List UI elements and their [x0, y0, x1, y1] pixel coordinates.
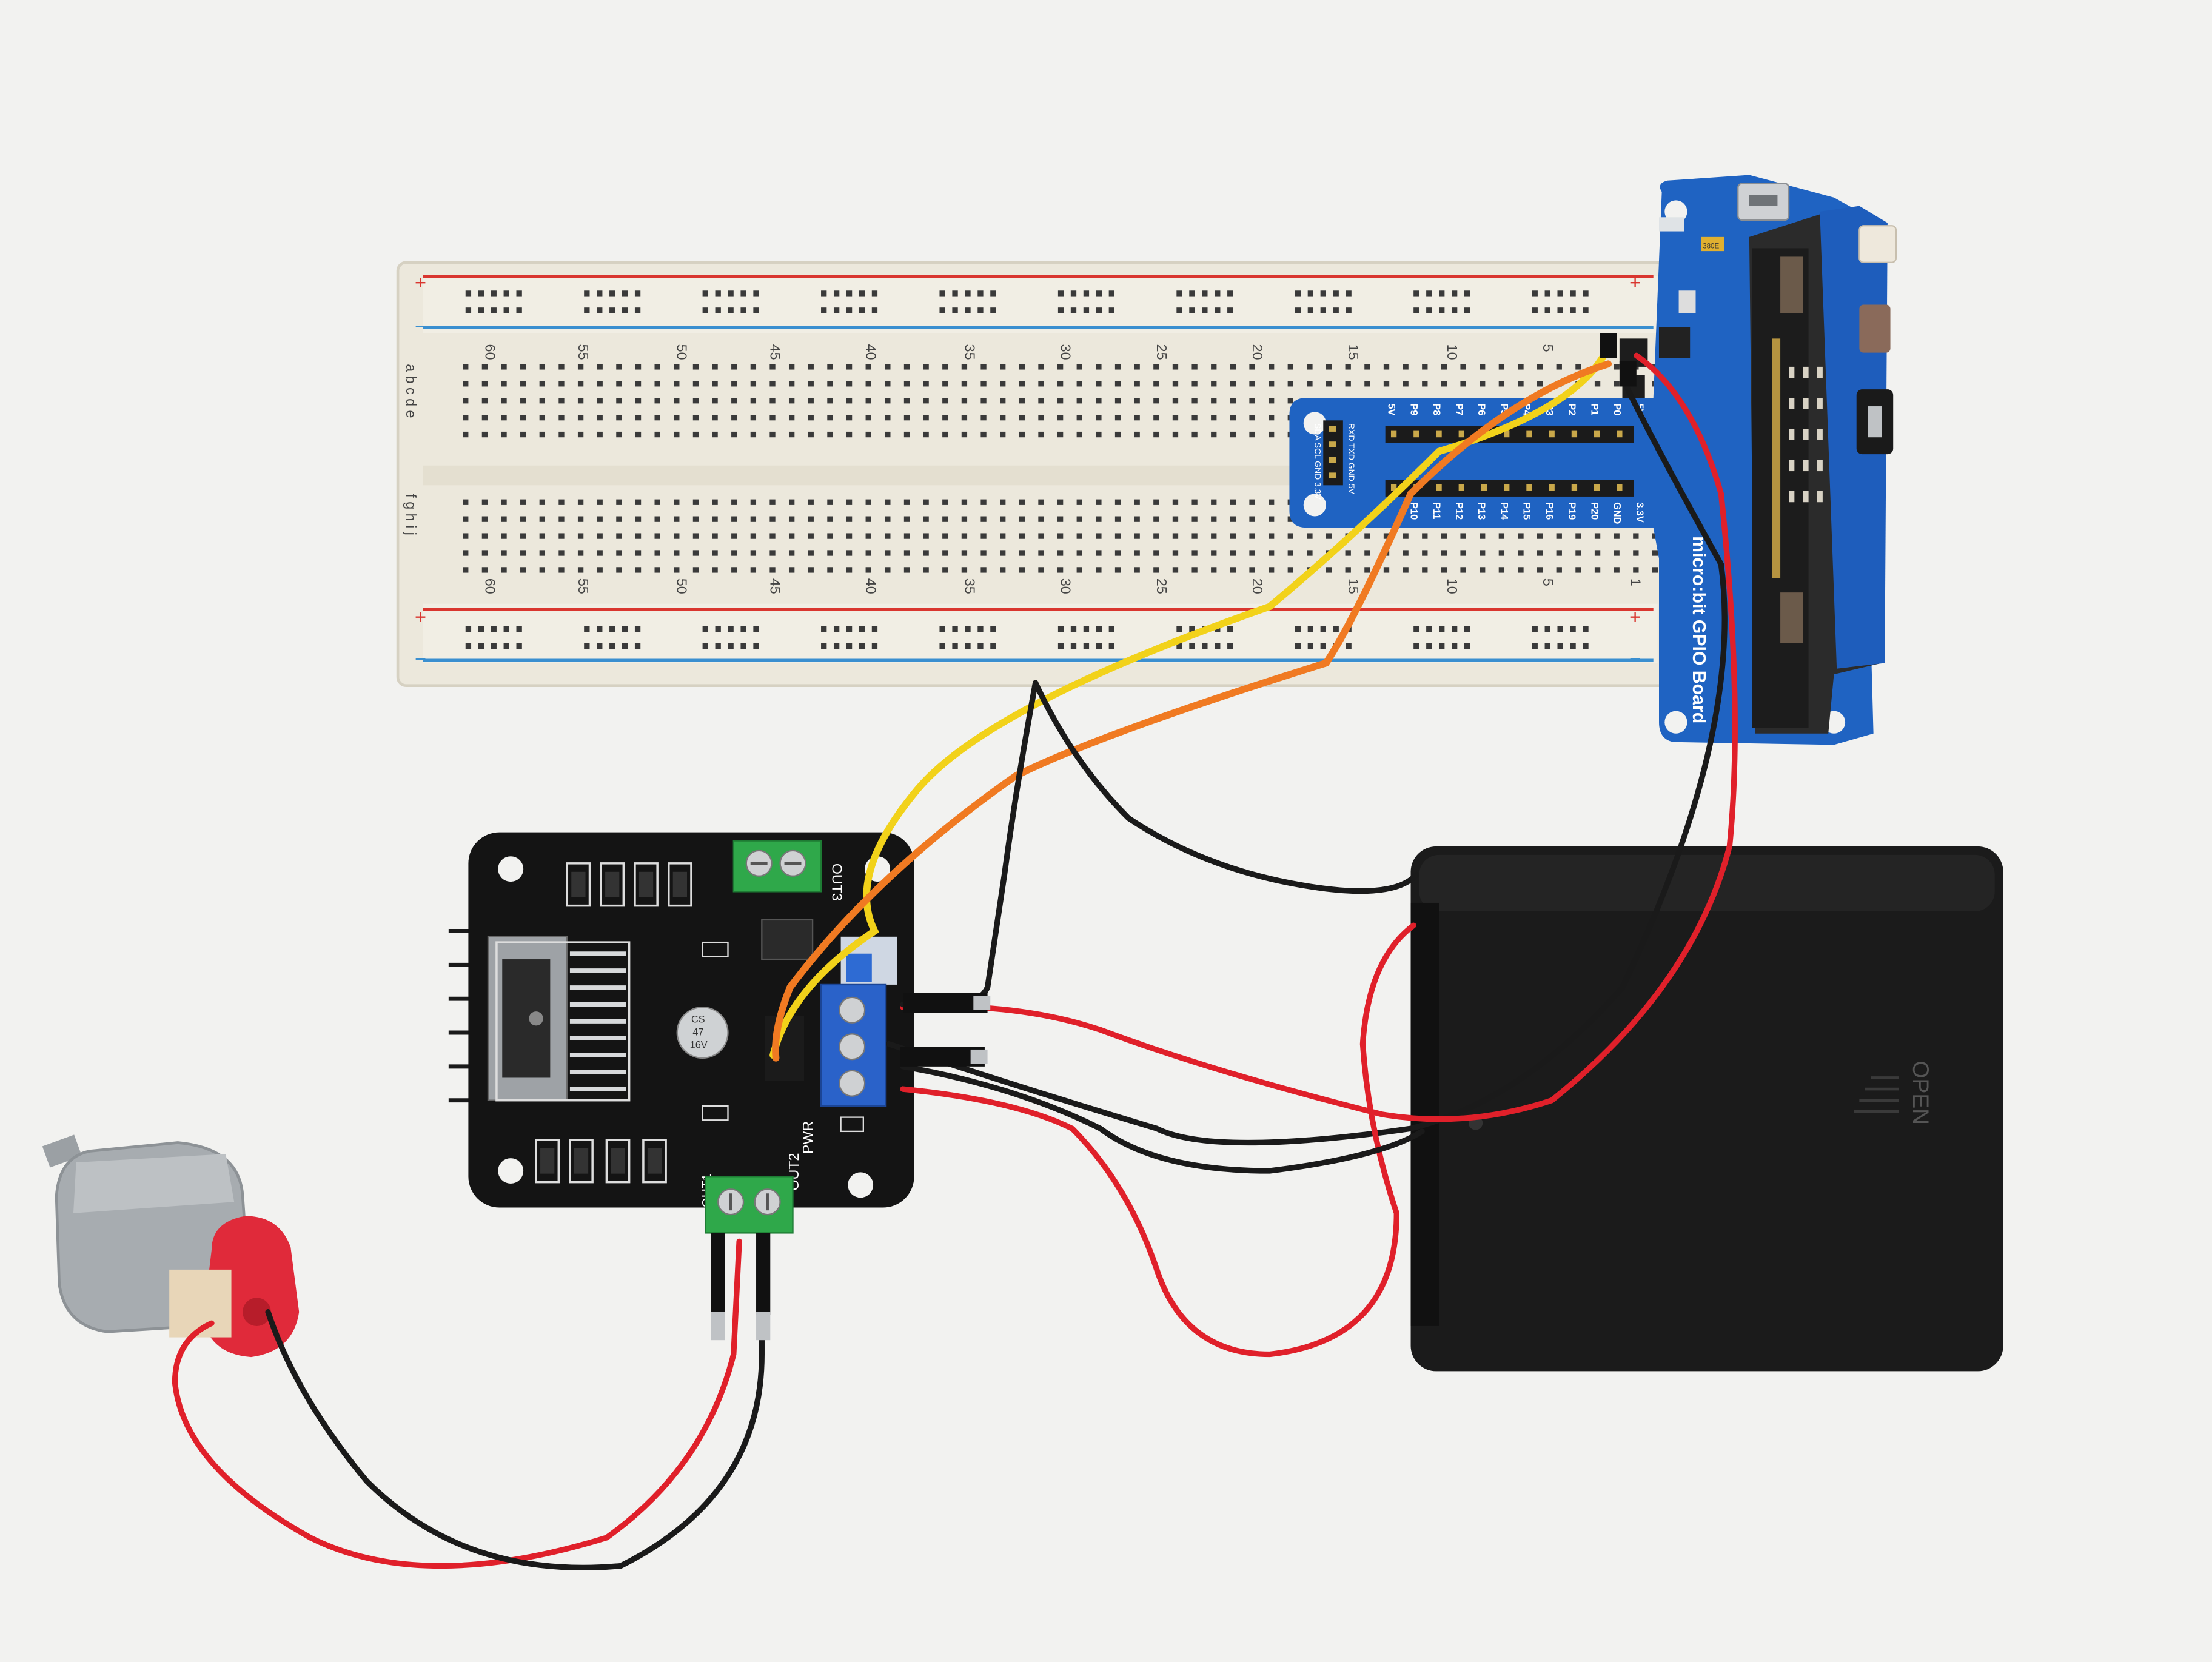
- breadboard-column-numbers-top: 60 55 50 45 40 35 30 25 20 15 10 5: [482, 344, 1556, 360]
- capacitor-label-3: 16V: [690, 1040, 708, 1051]
- rail-plus-top-left: +: [415, 272, 426, 293]
- column-number: 60: [482, 344, 498, 360]
- gpio-pin-label: 3.3V: [1634, 502, 1645, 523]
- column-number: 25: [1154, 578, 1170, 594]
- gpio-pin-label: 5V: [1386, 403, 1396, 415]
- gpio-pin-label: P20: [1589, 502, 1600, 520]
- rail-minus-bottom-left: −: [415, 648, 426, 670]
- column-number: 5: [1540, 344, 1556, 352]
- gpio-pin-label: GND: [1612, 502, 1623, 524]
- row-letters-bottom: f g h i j: [403, 494, 419, 535]
- column-number: 55: [575, 578, 591, 594]
- column-number: 35: [962, 578, 977, 594]
- capacitor-label-2: 47: [692, 1027, 703, 1038]
- column-number: 15: [1346, 578, 1361, 594]
- gpio-pin-label: P11: [1431, 502, 1442, 519]
- gpio-pin-label: P1: [1589, 403, 1600, 415]
- gpio-side-labels: SDA SCL GND 3.3V: [1313, 423, 1322, 500]
- label-out3: OUT3: [830, 863, 845, 901]
- gpio-pin-label: P15: [1521, 502, 1532, 520]
- column-number: 15: [1346, 344, 1361, 360]
- rail-minus-bottom-right: −: [1629, 648, 1641, 670]
- column-number: 10: [1444, 344, 1460, 360]
- column-number: 20: [1250, 578, 1265, 594]
- rail-plus-top-right: +: [1629, 272, 1641, 293]
- gpio-pin-label: P9: [1409, 403, 1419, 415]
- gpio-pin-label: P0: [1612, 403, 1623, 415]
- column-number: 40: [863, 344, 879, 360]
- column-number: 45: [767, 344, 783, 360]
- gpio-side-labels-2: RXD TXD GND 5V: [1347, 423, 1356, 494]
- gpio-pin-label: P10: [1409, 502, 1419, 520]
- column-number: 40: [863, 578, 879, 594]
- column-number: 60: [482, 578, 498, 594]
- column-number: 45: [767, 578, 783, 594]
- battery-open-label: OPEN: [1908, 1061, 1934, 1125]
- rail-plus-bottom-left: +: [415, 606, 426, 628]
- wires: [172, 343, 1738, 1570]
- motor-driver-board: CS 47 16V PWR OUT3 OUT2 OUT1: [448, 832, 914, 1234]
- microbit: [1749, 206, 1897, 734]
- rail-minus-top-left: −: [415, 315, 426, 337]
- rail-plus-bottom-right: +: [1629, 606, 1641, 628]
- column-number: 35: [962, 344, 977, 360]
- gpio-chip-label: 380E: [1703, 242, 1719, 250]
- gpio-pin-labels-bottom: P10 P11 P12 P13 P14 P15 P16 P19 P20 GND 3.3V: [1409, 502, 1645, 524]
- microbit-led-grid: [1789, 366, 1823, 503]
- column-number: 10: [1444, 578, 1460, 594]
- column-number: 25: [1154, 344, 1170, 360]
- column-number: 30: [1058, 344, 1074, 360]
- column-number: 5: [1540, 578, 1556, 586]
- battery-box: OPEN: [1410, 846, 2003, 1372]
- dc-motor: [42, 1134, 300, 1358]
- row-letters-top: a b c d e: [403, 364, 419, 418]
- label-pwr: PWR: [800, 1121, 816, 1154]
- column-number: 20: [1250, 344, 1265, 360]
- gpio-pin-label: P2: [1566, 403, 1577, 415]
- gpio-pin-label: P8: [1431, 403, 1442, 415]
- breadboard-column-numbers-bottom: 60 55 50 45 40 35 30 25 20 15 10 5 1: [482, 578, 1643, 594]
- gpio-pin-label: P13: [1476, 502, 1487, 520]
- gpio-board-title: micro:bit GPIO Board: [1689, 536, 1709, 723]
- gpio-pin-label: P6: [1476, 403, 1487, 415]
- column-number: 30: [1058, 578, 1074, 594]
- column-number: 50: [674, 578, 690, 594]
- gpio-pin-label: P16: [1544, 502, 1555, 520]
- column-number: 55: [575, 344, 591, 360]
- gpio-pin-label: P12: [1453, 502, 1464, 520]
- column-number: 50: [674, 344, 690, 360]
- gpio-pin-label: P19: [1566, 502, 1577, 520]
- gpio-pin-label: P7: [1453, 403, 1464, 415]
- gpio-pin-label: P14: [1498, 502, 1509, 520]
- column-number: 1: [1627, 578, 1643, 586]
- capacitor-label-1: CS: [691, 1014, 705, 1025]
